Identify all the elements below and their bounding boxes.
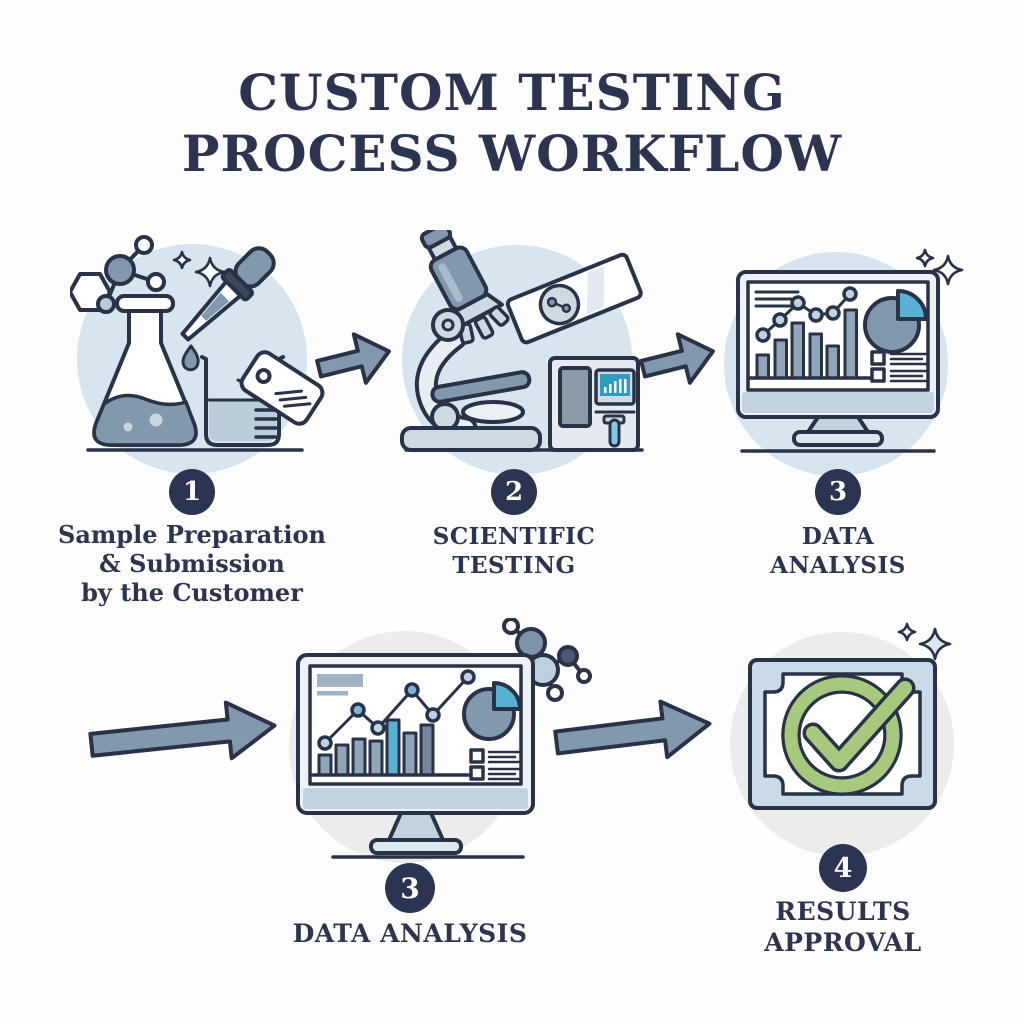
beaker-icon xyxy=(200,355,285,447)
step3-repeat-label: DATA ANALYSIS xyxy=(280,918,540,949)
step3-repeat-label-line1: DATA ANALYSIS xyxy=(292,919,528,948)
microscope-icon xyxy=(400,230,542,452)
step1-label-line1: Sample Preparation xyxy=(58,520,326,549)
title-line-1: CUSTOM TESTING xyxy=(238,63,786,122)
liquid-drop-icon xyxy=(181,344,200,372)
step3-label-line1: DATA xyxy=(801,523,875,550)
microscope-analyzer-icon xyxy=(400,230,644,475)
right-arrow-icon xyxy=(553,699,712,760)
step3-number-badge: 3 xyxy=(815,469,861,515)
step1-number: 1 xyxy=(182,477,202,507)
step1-number-badge: 1 xyxy=(169,469,215,515)
dropper-icon xyxy=(180,246,276,342)
step4-number-badge: 4 xyxy=(819,844,867,892)
step2-label: SCIENTIFIC TESTING xyxy=(414,522,614,580)
step4-label-line2: APPROVAL xyxy=(764,928,922,957)
step4-label: RESULTS APPROVAL xyxy=(740,896,946,958)
step1-label: Sample Preparation & Submission by the C… xyxy=(52,520,332,607)
sample-tag-icon xyxy=(236,350,325,426)
certificate-checkmark-icon xyxy=(730,622,954,856)
step4-number: 4 xyxy=(833,852,853,884)
step2-label-line2: TESTING xyxy=(452,552,576,579)
pie-chart-icon xyxy=(863,289,928,354)
line-chart-icon xyxy=(755,286,858,343)
flask-icon xyxy=(92,294,198,447)
approval-check-icon xyxy=(781,674,916,796)
bar-chart-icon xyxy=(748,308,874,380)
molecule-icon xyxy=(70,235,166,314)
step3-repeat-number-badge: 3 xyxy=(385,863,435,913)
step4-label-line1: RESULTS xyxy=(775,897,911,926)
title-line-2: PROCESS WORKFLOW xyxy=(181,124,843,183)
lab-flask-beaker-dropper-icon xyxy=(70,235,325,474)
lab-analyzer-icon xyxy=(548,356,640,452)
bar-chart-icon xyxy=(311,718,470,777)
monitor-analytics-icon xyxy=(289,618,592,863)
right-arrow-icon xyxy=(315,332,391,385)
page-title: CUSTOM TESTING PROCESS WORKFLOW xyxy=(0,62,1024,184)
glass-slide-icon xyxy=(505,252,643,345)
sparkle-icon xyxy=(897,622,952,661)
right-arrow-icon xyxy=(639,332,715,385)
step2-label-line1: SCIENTIFIC xyxy=(432,523,596,550)
step1-label-line2: & Submission xyxy=(99,549,285,578)
sparkle-icon xyxy=(915,248,964,286)
checklist-icon xyxy=(870,350,930,383)
right-arrow-icon xyxy=(88,700,277,761)
step3-number: 3 xyxy=(828,477,848,507)
step3-label: DATA ANALYSIS xyxy=(738,522,938,580)
step3-repeat-number: 3 xyxy=(400,871,420,905)
monitor-analytics-icon xyxy=(724,248,964,476)
step2-number: 2 xyxy=(504,477,524,507)
step1-label-line3: by the Customer xyxy=(81,578,303,607)
checklist-icon xyxy=(469,748,523,781)
sparkle-icon xyxy=(172,250,226,288)
pie-chart-icon xyxy=(462,681,522,741)
text-block-icon xyxy=(317,674,363,696)
line-chart-icon xyxy=(317,669,476,751)
step3-label-line2: ANALYSIS xyxy=(770,552,906,579)
step2-number-badge: 2 xyxy=(491,469,537,515)
